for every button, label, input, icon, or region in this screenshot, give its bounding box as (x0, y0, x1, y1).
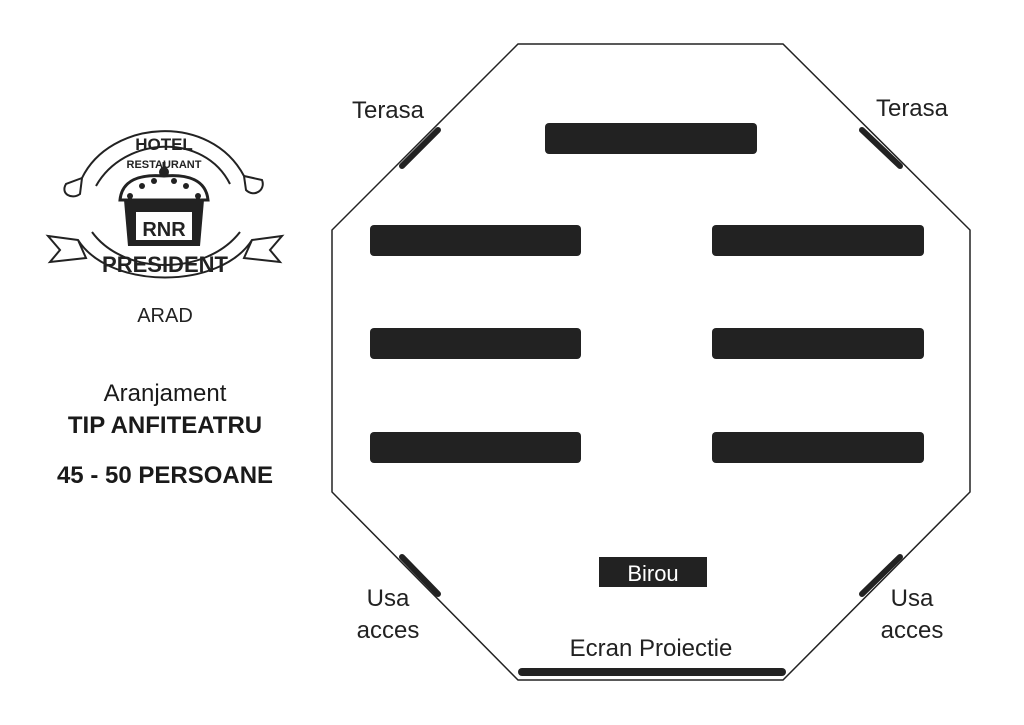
terrace-left-mark (399, 127, 441, 169)
table (370, 225, 581, 256)
terrace-right-mark (859, 127, 903, 169)
room-outline (331, 43, 971, 681)
capacity-label: 45 - 50 PERSOANE (56, 462, 274, 489)
hotel-logo: HOTEL RESTAURANT RNR PRESIDENT ARAD (38, 125, 290, 330)
door-right-label-line2: acces (881, 617, 944, 644)
table (370, 432, 581, 463)
table (712, 328, 924, 359)
projection-screen-label: Ecran Proiectie (570, 635, 733, 662)
arrangement-label: Aranjament (103, 380, 227, 407)
logo-city-text: ARAD (137, 305, 193, 327)
door-right-label-line1: Usa (891, 585, 934, 612)
desk (599, 557, 707, 587)
table (370, 328, 581, 359)
door-right-mark (859, 554, 903, 597)
table (712, 432, 924, 463)
door-left-mark (399, 554, 441, 597)
logo-monogram: RNR (142, 219, 186, 241)
logo-hotel-text: HOTEL (135, 135, 193, 154)
crown-icon: RNR (118, 162, 210, 246)
table (545, 123, 757, 154)
terrace-right-label: Terasa (876, 95, 949, 122)
arrangement-type: TIP ANFITEATRU (67, 412, 263, 439)
tables (370, 123, 924, 463)
door-left-label-line2: acces (357, 617, 420, 644)
door-left-label-line1: Usa (367, 585, 410, 612)
table (712, 225, 924, 256)
desk-label: Birou (627, 561, 678, 586)
terrace-left-label: Terasa (352, 97, 425, 124)
logo-name-text: PRESIDENT (102, 252, 228, 277)
